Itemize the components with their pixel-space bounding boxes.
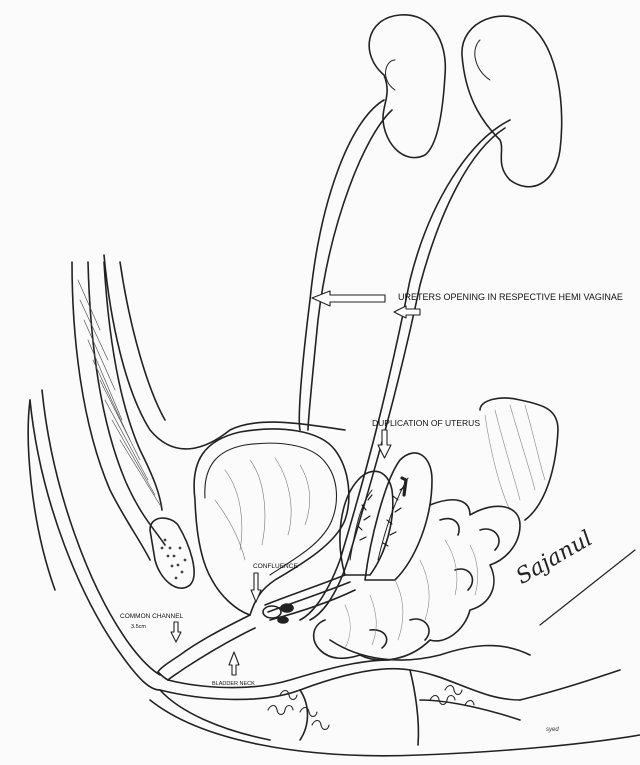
pubic-bone <box>149 517 195 589</box>
right-kidney <box>461 15 563 188</box>
abdominal-wall-outer <box>71 261 151 561</box>
label-ureters-opening: URETERS OPENING IN RESPECTIVE HEMI VAGIN… <box>398 292 623 302</box>
arrow-duplication <box>377 429 392 459</box>
label-duplication-of-uterus: DUPLICATION OF UTERUS <box>372 418 480 428</box>
arrow-confluence <box>250 572 262 603</box>
right-hemi-uterus <box>364 452 433 581</box>
corner-signature: syed <box>546 727 559 733</box>
label-common-channel: COMMON CHANNEL <box>120 613 184 620</box>
rectum <box>479 397 559 521</box>
arrow-left-ureter <box>311 290 386 307</box>
left-kidney <box>368 14 447 159</box>
perineum <box>29 399 161 691</box>
arrow-bladder-neck <box>228 651 240 676</box>
bowel-loops <box>312 499 521 661</box>
arrow-common-channel <box>170 621 182 643</box>
label-confluence: CONFLUENCE <box>253 563 298 570</box>
bladder <box>193 428 350 616</box>
arrow-right-ureter <box>393 305 421 319</box>
right-ureter <box>299 119 511 621</box>
label-bladder-neck: BLADDER NECK <box>212 681 255 687</box>
hemi-vagina-tubes <box>264 574 346 606</box>
left-ureter <box>298 99 385 431</box>
label-common-channel-length: 3.5cm <box>131 624 146 630</box>
left-hemi-uterus <box>339 470 394 576</box>
common-channel <box>157 614 251 673</box>
